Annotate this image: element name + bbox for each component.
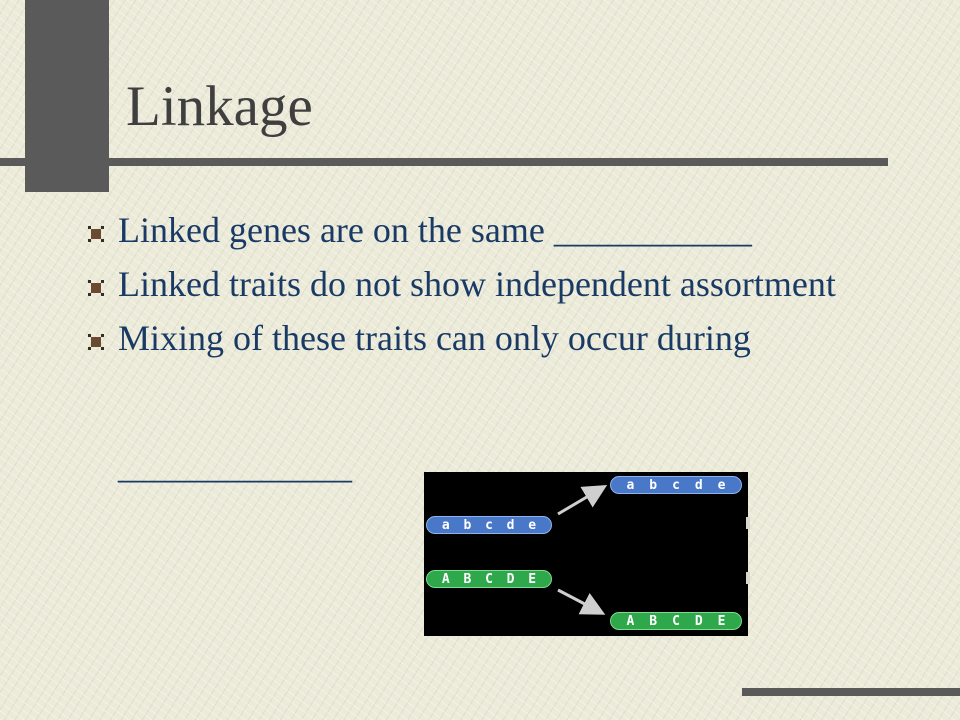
arrows [557, 484, 608, 615]
bullet-text: Mixing of these traits can only occur du… [118, 318, 751, 358]
bullet-text: Linked genes are on the same ___________ [118, 210, 752, 250]
edge-mark [746, 517, 750, 529]
bullet-item: Linked genes are on the same ___________ [88, 210, 908, 250]
arrow-down-icon [557, 588, 606, 615]
bullet-text: Linked traits do not show independent as… [118, 264, 836, 304]
answer-blank: _____________ [118, 446, 352, 486]
bottom-rule [742, 688, 960, 696]
title-rule [0, 158, 888, 166]
edge-mark [746, 572, 750, 584]
slide-title: Linkage [126, 75, 313, 138]
bullet-list: Linked genes are on the same ___________… [88, 210, 908, 372]
bullet-item: Mixing of these traits can only occur du… [88, 318, 908, 358]
bullet-icon [88, 226, 104, 242]
bullet-icon [88, 334, 104, 350]
bullet-item: Linked traits do not show independent as… [88, 264, 908, 304]
arrow-up-icon [557, 484, 608, 516]
bullet-icon [88, 280, 104, 296]
